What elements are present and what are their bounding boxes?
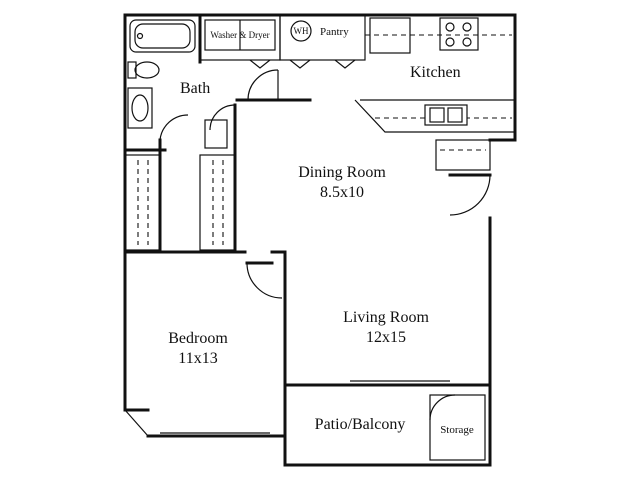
- bedroom-size: 11x13: [178, 350, 217, 367]
- bedroom-door: [245, 261, 283, 299]
- dining-room-label: Dining Room: [298, 164, 386, 181]
- bath-fixtures: [123, 13, 312, 152]
- water-heater-label: WH: [294, 26, 309, 36]
- bedroom-closets: [124, 103, 237, 252]
- storage-label: Storage: [440, 424, 474, 436]
- patio-label: Patio/Balcony: [315, 416, 406, 433]
- bath-label: Bath: [180, 80, 210, 97]
- pantry-label: Pantry: [320, 26, 349, 38]
- dining-room-size: 8.5x10: [320, 184, 364, 201]
- kitchen-label: Kitchen: [410, 64, 461, 81]
- bedroom-label: Bedroom: [168, 330, 228, 347]
- living-room-label: Living Room: [343, 309, 429, 326]
- patio-walls: [283, 380, 492, 461]
- washer-dryer-label: Washer & Dryer: [210, 30, 269, 40]
- kitchen-fixtures: [354, 17, 515, 216]
- living-room-size: 12x15: [366, 329, 406, 346]
- bedroom-walls: [123, 250, 287, 438]
- utility-closets: [199, 14, 512, 69]
